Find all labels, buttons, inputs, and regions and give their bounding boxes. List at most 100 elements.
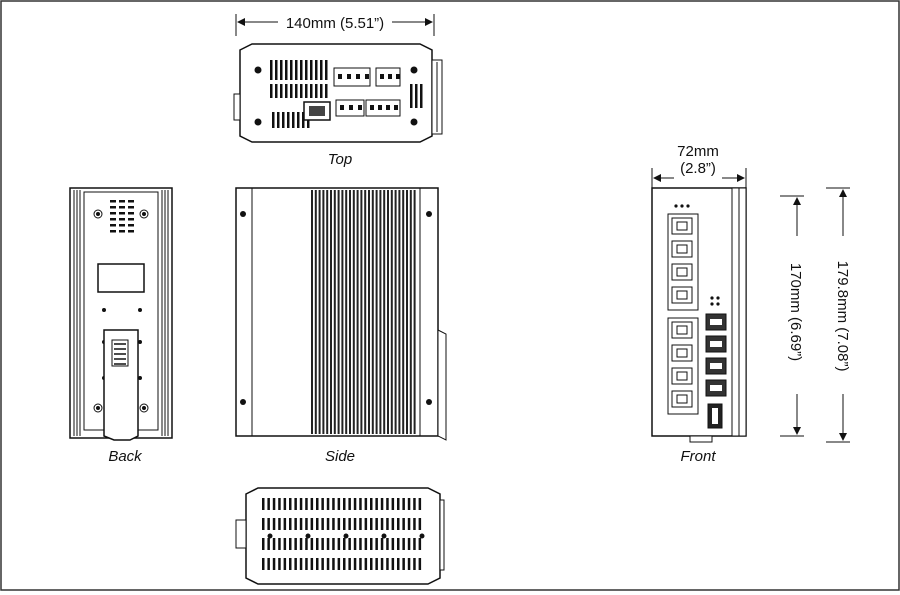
bottom-vent-slot [310,558,314,570]
bottom-vent-slot [321,518,324,530]
front-sfp-slot [710,319,722,325]
top-vent-slot [295,84,298,98]
top-terminal-pin [388,74,392,79]
top-vent-slot [320,60,323,80]
bottom-view [235,487,445,585]
bottom-vent-slot [402,518,405,530]
bottom-vent-slot [380,498,384,510]
top-vent-slot [305,60,308,80]
bottom-vent-slot [337,498,341,510]
bottom-left-clip [235,519,247,549]
bottom-vent-slot [353,498,357,510]
top-terminal-pin [358,105,362,110]
top-vent-slot [282,112,285,128]
bottom-vent-slot [262,518,265,530]
back-vent-slot [128,212,134,215]
back-vent-slot [110,200,116,203]
bottom-vent-slot [343,538,346,550]
bottom-vent-slot [418,518,422,530]
top-terminal-pin [340,105,344,110]
bottom-vent-slot [397,518,400,530]
bottom-vent-slot [370,518,373,530]
back-vent-slot [110,212,116,215]
bottom-vent-slot [316,558,319,570]
bottom-vent-slot [337,558,341,570]
back-view: Back [69,187,173,465]
bottom-vent-slot [267,518,270,530]
bottom-vent-slot [359,558,362,570]
top-vent-slot [290,60,293,80]
front-usb-slot [712,408,718,424]
bottom-vent-slot [391,558,395,570]
bottom-vent-slot [310,538,314,550]
front-rj45-jack [676,244,688,254]
front-height-170-dimension [780,195,804,437]
top-terminal-pin [394,105,398,110]
bottom-vent-slot [348,558,351,570]
bottom-vent-slot [375,558,378,570]
bottom-vent-slot [299,498,303,510]
top-terminal-pin [338,74,342,79]
bottom-vent-slot [278,518,281,530]
front-rj45-jack [676,348,688,358]
bottom-vent-slot [407,498,411,510]
front-rj45-jack [676,394,688,404]
bottom-vent-slot [364,538,368,550]
bottom-vent-hole [343,533,349,539]
bottom-vent-slot [299,518,303,530]
back-screws [93,209,149,413]
bottom-vent-slot [332,538,335,550]
top-vent-slot [305,84,308,98]
bottom-vent-slot [397,498,400,510]
bottom-vent-slot [283,538,287,550]
front-rj45-jack [676,371,688,381]
top-width-label: 140mm (5.51”) [286,15,384,32]
bottom-vent-slot [348,498,351,510]
bottom-vent-slot [272,558,276,570]
top-vent-slot [300,84,303,98]
bottom-vent-slot [267,538,270,550]
bottom-vent-slot [283,498,287,510]
back-vent-slot [119,200,125,203]
bottom-vent-slot [272,498,276,510]
bottom-vent-slot [289,518,292,530]
bottom-vent-slot [299,558,303,570]
top-view-label: Top [328,151,352,168]
back-label-window [97,263,145,293]
front-din-foot [689,435,713,443]
bottom-vent-slot [294,538,297,550]
bottom-vent-slot [316,498,319,510]
back-vent-slot [119,212,125,215]
bottom-vent-slot [305,498,308,510]
bottom-vent-slot [364,518,368,530]
top-vent-slot [277,112,280,128]
bottom-vent-slot [272,518,276,530]
top-vent-slot [292,112,295,128]
front-height-179-dimension [826,187,850,443]
front-sfp-slot [710,341,722,347]
front-height-170-label: 170mm (6.69”) [787,263,804,361]
front-sfp-leds [710,296,720,306]
bottom-vent-slot [278,538,281,550]
top-vent-slot [285,60,288,80]
front-power-leds [674,204,690,208]
bottom-vent-slot [380,518,384,530]
bottom-vent-slot [418,558,422,570]
bottom-vent-slot [418,498,422,510]
bottom-vent-slot [294,518,297,530]
bottom-vent-slot [397,558,400,570]
top-vent-slot [287,112,290,128]
bottom-vent-slot [364,498,368,510]
bottom-vent-slot [402,558,405,570]
top-terminal-pins [338,74,400,110]
bottom-vent-slot [413,498,416,510]
top-vent-slot [325,84,328,98]
bottom-vent-slot [262,558,265,570]
top-vent-slot [285,84,288,98]
back-view-label: Back [108,448,143,465]
bottom-vent-slot [402,538,405,550]
side-din-clip [437,329,447,441]
bottom-vent-slot [321,558,324,570]
bottom-vent-slot [348,538,351,550]
bottom-vent-hole [267,533,273,539]
